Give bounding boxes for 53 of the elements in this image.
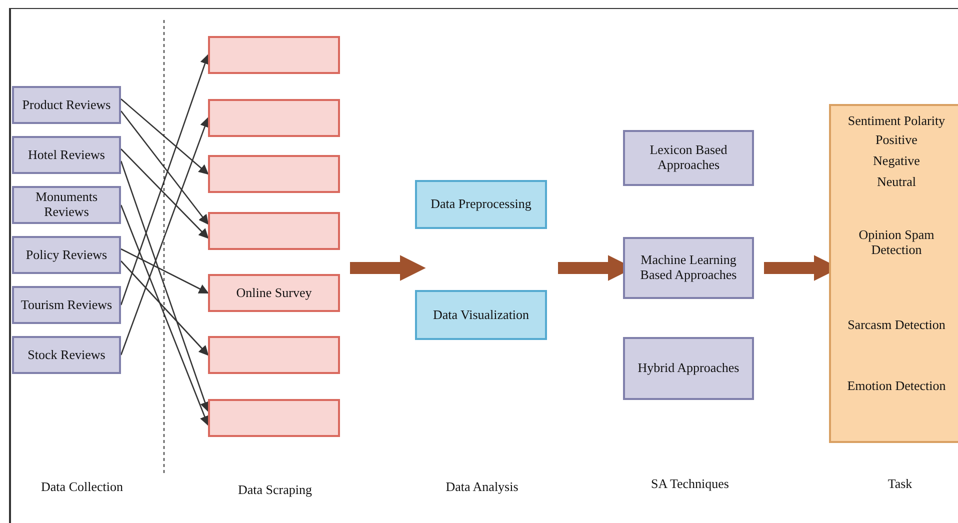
arrow (120, 98, 209, 175)
source-box (208, 155, 340, 193)
task-panel (829, 104, 958, 443)
arrow (120, 160, 210, 412)
node-text: Stock Reviews (26, 348, 106, 362)
node-text: Online Survey (235, 286, 313, 300)
block-arrow (350, 255, 426, 281)
task-text: Emotion Detection (846, 379, 947, 394)
arrow (120, 117, 210, 356)
source-box (208, 36, 340, 74)
process-box (623, 130, 754, 186)
process-box (623, 337, 754, 400)
column-label: Data Collection (41, 478, 123, 496)
node-text: Product Reviews (21, 98, 112, 112)
source-box (208, 274, 340, 312)
node-text: Monuments Reviews (34, 190, 99, 220)
arrow (120, 248, 209, 294)
process-box (12, 336, 121, 374)
arrow (120, 54, 210, 306)
arrow (120, 204, 210, 426)
node-text: Machine Learning Based Approaches (639, 253, 738, 283)
node-text: Policy Reviews (24, 248, 108, 262)
process-box (12, 86, 121, 124)
column-label: Data Scraping (238, 481, 312, 499)
process-box (12, 186, 121, 224)
analysis-box (415, 290, 547, 340)
task-text: Positive (874, 133, 918, 148)
task-text: Opinion Spam Detection (858, 228, 936, 258)
node-text: Data Visualization (432, 308, 530, 322)
column-label: Data Analysis (446, 478, 518, 496)
arrow (120, 148, 209, 239)
task-text: Sentiment Polarity (846, 114, 946, 129)
node-text: Lexicon Based Approaches (648, 143, 728, 173)
node-text: Data Preprocessing (430, 197, 532, 212)
source-box (208, 99, 340, 137)
column-label: Task (888, 475, 912, 493)
process-box (12, 236, 121, 274)
process-box (12, 136, 121, 174)
task-text: Neutral (876, 175, 917, 190)
task-text: Sarcasm Detection (846, 318, 946, 333)
arrow (120, 110, 209, 225)
process-box (12, 286, 121, 324)
arrow (120, 260, 209, 356)
analysis-box (415, 180, 547, 229)
column-label: SA Techniques (651, 475, 729, 493)
node-text: Hybrid Approaches (636, 361, 740, 376)
source-box (208, 336, 340, 374)
source-box (208, 399, 340, 437)
source-box (208, 212, 340, 250)
node-text: Tourism Reviews (20, 298, 114, 312)
process-box (623, 237, 754, 299)
node-text: Hotel Reviews (27, 148, 106, 162)
task-text: Negative (872, 154, 921, 169)
